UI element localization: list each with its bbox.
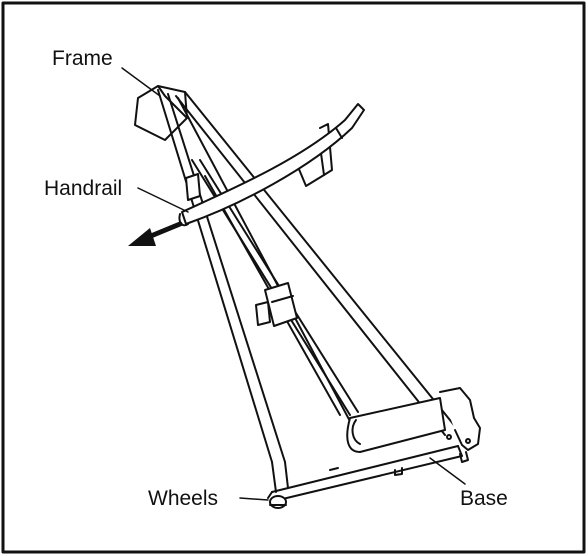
frame-leader-line: [121, 67, 161, 97]
handrail-part: [178, 103, 365, 227]
wheels-leader-line: [239, 497, 269, 501]
wheels-part: [269, 495, 287, 509]
wheels-label: Wheels: [148, 487, 219, 510]
base-part: [267, 387, 481, 503]
pull-direction-arrow-icon: [128, 221, 183, 246]
handrail-label: Handrail: [44, 177, 123, 200]
upright-frame-part: [134, 85, 459, 463]
base-label: Base: [460, 487, 508, 510]
base-leader-line: [429, 457, 466, 485]
frame-label: Frame: [52, 47, 113, 70]
handrail-leader-line: [137, 187, 189, 213]
